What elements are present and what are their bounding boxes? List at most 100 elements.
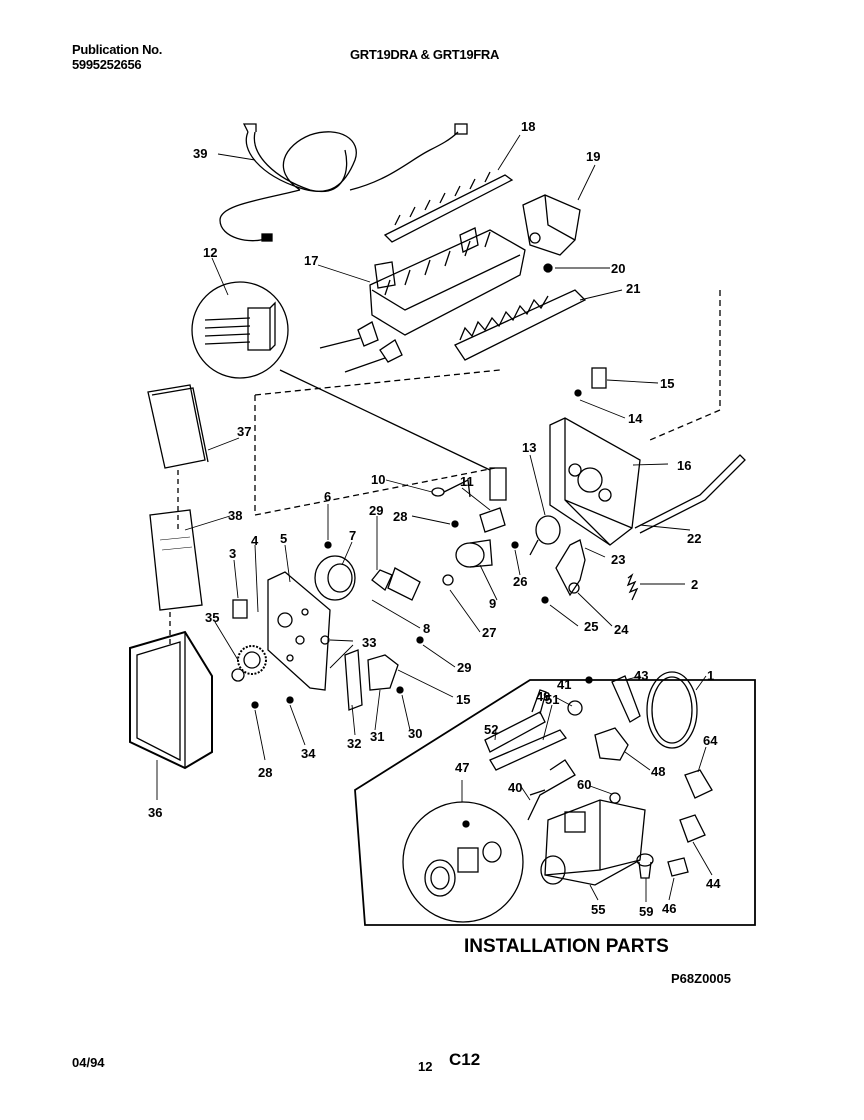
callout-30: 30: [408, 726, 422, 741]
callout-37: 37: [237, 424, 251, 439]
callout-43: 43: [634, 668, 648, 683]
callout-41: 41: [557, 677, 571, 692]
part-21-heater: [454, 289, 587, 361]
part-49-washer: [567, 700, 583, 716]
callout-22: 22: [687, 531, 701, 546]
part-11-bracket: [479, 467, 507, 533]
part-2-spring: [626, 573, 639, 601]
part-44-clamp: [679, 814, 706, 843]
footer-page-code: C12: [449, 1050, 481, 1069]
callout-25: 25: [584, 619, 598, 634]
callout-17: 17: [304, 253, 318, 268]
callout-14: 14: [628, 411, 643, 426]
callout-6: 6: [324, 489, 331, 504]
callout-28b: 28: [258, 765, 272, 780]
part-43-bracket: [611, 675, 641, 723]
callout-39: 39: [193, 146, 207, 161]
part-18-ejector: [383, 171, 514, 243]
part-22-arm: [634, 454, 746, 534]
callout-12: 12: [203, 245, 217, 260]
callout-16: 16: [677, 458, 691, 473]
callout-9: 9: [489, 596, 496, 611]
part-19-cover: [522, 194, 581, 256]
callout-40: 40: [508, 780, 522, 795]
part-16-housing: [549, 417, 641, 546]
callout-11: 11: [460, 474, 474, 489]
callout-15: 15: [660, 376, 674, 391]
callout-27: 27: [482, 625, 496, 640]
part-3-label: [232, 599, 248, 619]
callout-32: 32: [347, 736, 361, 751]
callout-20: 20: [611, 261, 625, 276]
callout-28: 28: [393, 509, 407, 524]
callout-36: 36: [148, 805, 162, 820]
part-20-screw: [543, 263, 553, 273]
callout-49: 49: [536, 689, 550, 704]
footer-page-number: 12: [418, 1059, 433, 1074]
callout-3: 3: [229, 546, 236, 561]
callout-47: 47: [455, 760, 469, 775]
callout-51: 51: [545, 692, 559, 707]
callout-55: 55: [591, 902, 605, 917]
callout-1: 1: [707, 668, 714, 683]
part-7-timing-motor: [314, 555, 356, 601]
part-6-screw: [324, 541, 332, 549]
part-12-connector-detail: [191, 281, 289, 379]
callout-2: 2: [691, 577, 698, 592]
footer-date: 04/94: [72, 1055, 105, 1070]
callout-46: 46: [662, 901, 676, 916]
part-15-switch-top: [574, 367, 607, 397]
part-59-insert: [636, 853, 654, 879]
part-60-screw: [609, 792, 621, 804]
part-48-nut: [594, 727, 629, 761]
part-15-switch-mid: [371, 567, 454, 601]
part-24-lever: [555, 539, 586, 597]
callout-13: 13: [522, 440, 536, 455]
callout-7: 7: [349, 528, 356, 543]
part-38-label-sheet: [149, 509, 203, 611]
part-51-elbow: [527, 759, 576, 821]
callout-29b: 29: [457, 660, 471, 675]
part-1-tubing: [646, 671, 698, 749]
part-31-switch-lower: [367, 654, 399, 691]
callout-31: 31: [370, 729, 384, 744]
part-46-clip: [667, 857, 689, 877]
callout-35: 35: [205, 610, 219, 625]
callout-8: 8: [423, 621, 430, 636]
part-35-gear: [231, 645, 267, 682]
part-32-bracket: [344, 649, 363, 711]
part-55-water-valve: [540, 799, 646, 886]
installation-parts-frame: [354, 679, 756, 926]
drawing-code: P68Z0005: [671, 971, 731, 986]
callout-34: 34: [301, 746, 316, 761]
callout-5: 5: [280, 531, 287, 546]
callout-64: 64: [703, 733, 718, 748]
callout-44: 44: [706, 876, 721, 891]
installation-parts-label: INSTALLATION PARTS: [464, 936, 669, 957]
callout-29: 29: [369, 503, 383, 518]
callout-15b: 15: [456, 692, 470, 707]
part-36-carton: [129, 630, 213, 770]
callout-48: 48: [651, 764, 665, 779]
callout-24: 24: [614, 622, 629, 637]
model-title: GRT19DRA & GRT19FRA: [350, 47, 500, 62]
callout-19: 19: [586, 149, 600, 164]
callout-4: 4: [251, 533, 259, 548]
part-17-ice-mold: [319, 227, 526, 373]
callout-21: 21: [626, 281, 640, 296]
part-64-clamp: [684, 769, 713, 799]
publication-label: Publication No.: [72, 42, 163, 57]
callout-33: 33: [362, 635, 376, 650]
part-13-motor-cap: [529, 515, 561, 556]
callout-59: 59: [639, 904, 653, 919]
part-39-wire-harness: [219, 123, 468, 242]
callout-10: 10: [371, 472, 385, 487]
publication-number: 5995252656: [72, 57, 142, 72]
callout-26: 26: [513, 574, 527, 589]
callout-23: 23: [611, 552, 625, 567]
callout-38: 38: [228, 508, 242, 523]
callout-18: 18: [521, 119, 535, 134]
part-52-tube: [484, 689, 568, 771]
part-37-manual: [147, 384, 209, 469]
